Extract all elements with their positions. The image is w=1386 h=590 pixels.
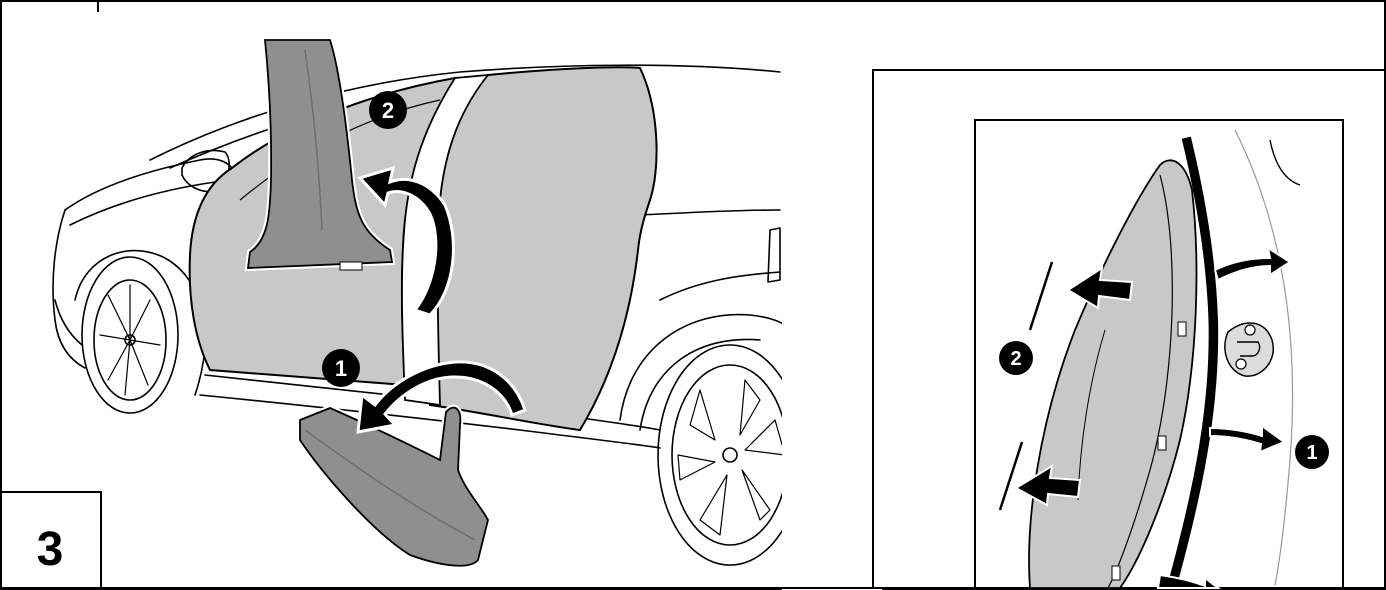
scuff-plate <box>300 408 488 566</box>
step-number: 3 <box>37 523 64 576</box>
callout-main-1: 1 <box>322 349 360 387</box>
rear-quarter-line <box>660 272 780 300</box>
callout-detail-2-label: 2 <box>1010 348 1021 370</box>
detail-view: 2 1 <box>975 120 1343 588</box>
door-striker-icon <box>1225 323 1273 376</box>
rear-light-outline <box>768 228 780 282</box>
callout-detail-2: 2 <box>999 341 1033 375</box>
callout-main-2-label: 2 <box>382 98 394 123</box>
callout-main-2: 2 <box>369 91 407 129</box>
rear-wheel-arch <box>620 315 785 420</box>
rear-hub <box>723 448 737 462</box>
rear-rim-spokes <box>678 380 785 535</box>
car-hood-line <box>70 182 215 225</box>
callout-detail-1: 1 <box>1295 435 1329 469</box>
front-rim-spokes <box>100 285 160 395</box>
front-wheel-arch <box>75 251 205 395</box>
callout-detail-1-label: 1 <box>1306 442 1317 464</box>
rear-bumper-line <box>640 210 780 215</box>
rear-rim <box>672 365 788 545</box>
callout-main-1-label: 1 <box>335 356 347 381</box>
step-number-box: 3 <box>1 492 101 588</box>
